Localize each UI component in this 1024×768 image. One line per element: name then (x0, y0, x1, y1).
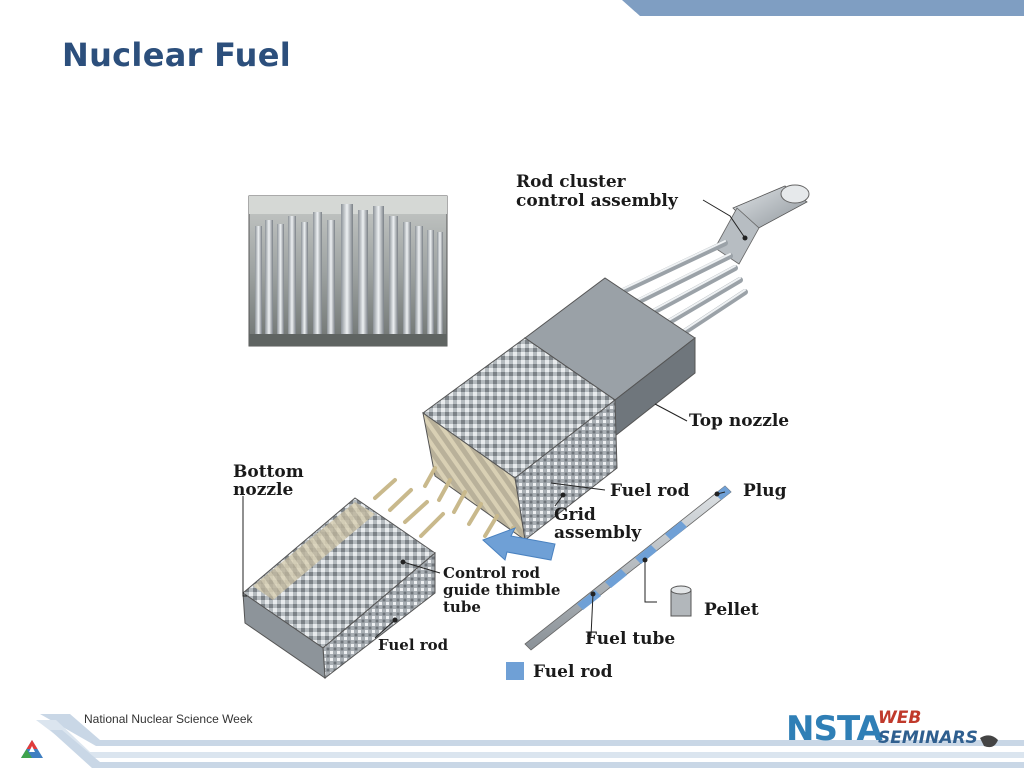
nsta-web-seminars-logo: NSTA WEB SEMINARS (786, 708, 998, 749)
footer-text: National Nuclear Science Week (84, 712, 253, 726)
mouse-icon (980, 735, 998, 748)
lower-fuel-assembly (242, 478, 445, 679)
slide-title: Nuclear Fuel (62, 36, 292, 74)
label-pellet: Pellet (704, 600, 759, 620)
label-fuel-rod-upper: Fuel rod (610, 481, 690, 501)
nnsw-logo-icon (21, 740, 43, 758)
label-fuel-rod-lower: Fuel rod (378, 636, 449, 654)
label-bottom-nozzle-line1: Bottom (233, 462, 304, 482)
direction-arrow (482, 527, 556, 561)
label-top-nozzle: Top nozzle (689, 411, 789, 431)
label-grid-line2: assembly (554, 523, 642, 543)
fuel-assembly-illustration: Rod cluster control assembly Top nozzle … (233, 172, 810, 682)
label-guide-line2: guide thimble (443, 581, 560, 599)
label-bottom-nozzle-line2: nozzle (233, 480, 293, 500)
pellet-illustration (670, 585, 692, 617)
nsta-logo-brand: NSTA (786, 709, 883, 749)
fuel-assembly-photo (248, 195, 448, 347)
nsta-logo-line2: SEMINARS (878, 728, 978, 748)
label-fuel-tube: Fuel tube (585, 629, 675, 649)
fuel-rod-cutaway (524, 485, 732, 651)
top-accent-band (622, 0, 1024, 16)
label-guide-line1: Control rod (443, 564, 541, 582)
upper-fuel-assembly (422, 184, 810, 550)
label-guide-line3: tube (443, 598, 481, 616)
label-rcca-line2: control assembly (516, 191, 679, 211)
label-rcca-line1: Rod cluster (516, 172, 627, 192)
legend-fuel-rod-swatch (506, 662, 524, 680)
label-grid-line1: Grid (554, 505, 596, 525)
label-plug: Plug (743, 481, 787, 501)
nsta-logo-line1: WEB (878, 708, 921, 728)
footer-bands (36, 714, 1024, 768)
legend-fuel-rod-label: Fuel rod (533, 662, 613, 682)
